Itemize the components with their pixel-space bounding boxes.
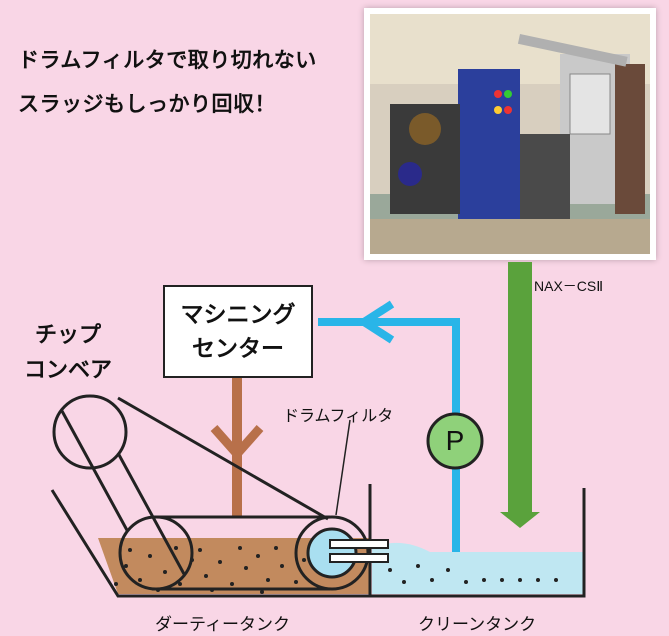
clean-return-arrow-icon [356, 300, 395, 344]
machining-center-box: マシニング センター [163, 285, 313, 378]
tank-outline [50, 488, 586, 598]
clean-particles [388, 564, 558, 584]
green-flow-arrow [508, 262, 532, 516]
machining-center-line-2: センター [192, 335, 284, 362]
drum-filter [294, 515, 389, 591]
pump-label: P [445, 425, 465, 456]
drum-filter-leader [335, 419, 351, 516]
green-arrow-head [500, 512, 540, 528]
chip-conveyor-line-1: チップ [35, 323, 102, 348]
clean-tank-label: クリーンタンク [418, 615, 537, 635]
machining-center-line-1: マシニング [180, 301, 296, 328]
pump-icon [426, 412, 484, 470]
chip-conveyor-label: チップ コンベア [24, 318, 112, 388]
chip-conveyor [52, 394, 330, 591]
headline: ドラムフィルタで取り切れない スラッジもしっかり回収！ [18, 38, 317, 126]
headline-line-1: ドラムフィルタで取り切れない [18, 48, 317, 72]
chip-conveyor-line-2: コンベア [24, 358, 113, 383]
drum-filter-label: ドラムフィルタ [283, 406, 394, 425]
dirty-tank-sludge [98, 538, 370, 594]
machine-photo [364, 8, 656, 260]
machine-photo-image [370, 14, 650, 254]
headline-line-2: スラッジもしっかり回収！ [18, 92, 276, 116]
clean-tank-water [372, 552, 584, 594]
dirty-tank-label: ダーティータンク [155, 615, 290, 635]
dirty-flow-arrow-icon [210, 425, 264, 461]
model-label: NAX－CSⅡ [534, 278, 604, 294]
